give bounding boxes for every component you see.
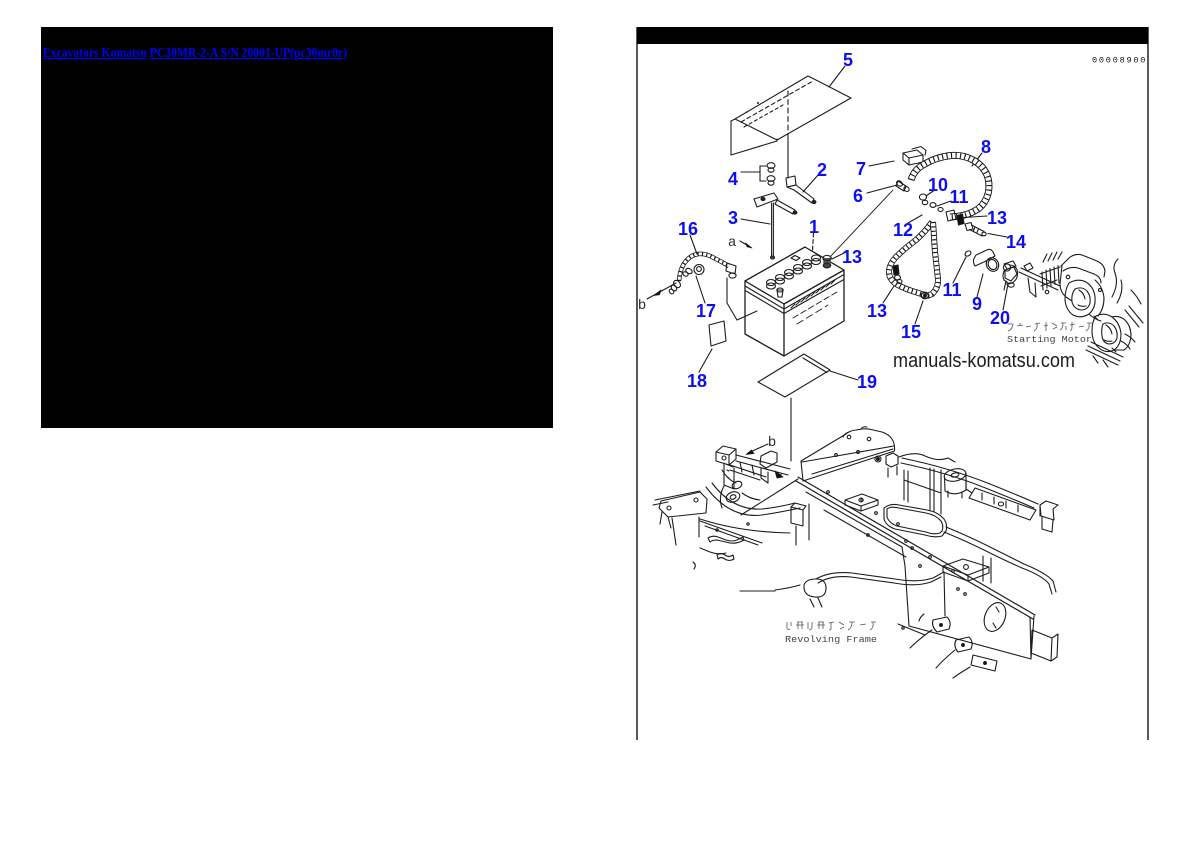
svg-text:17: 17 bbox=[696, 301, 716, 321]
svg-text:1: 1 bbox=[809, 217, 819, 237]
svg-text:7: 7 bbox=[856, 159, 866, 179]
svg-text:16: 16 bbox=[678, 219, 698, 239]
svg-text:6: 6 bbox=[853, 186, 863, 206]
svg-text:3: 3 bbox=[728, 208, 738, 228]
svg-text:Starting Motor: Starting Motor bbox=[1007, 335, 1092, 345]
svg-text:18: 18 bbox=[687, 371, 707, 391]
svg-text:b: b bbox=[768, 433, 776, 449]
svg-text:9: 9 bbox=[972, 294, 982, 314]
svg-text:Revolving Frame: Revolving Frame bbox=[785, 635, 877, 645]
svg-text:00008900: 00008900 bbox=[1092, 56, 1147, 66]
svg-text:8: 8 bbox=[981, 137, 991, 157]
svg-text:b: b bbox=[638, 296, 646, 312]
svg-text:13: 13 bbox=[867, 301, 887, 321]
svg-text:14: 14 bbox=[1006, 232, 1026, 252]
svg-text:15: 15 bbox=[901, 322, 921, 342]
svg-text:13: 13 bbox=[987, 208, 1007, 228]
svg-text:20: 20 bbox=[990, 308, 1010, 328]
svg-text:19: 19 bbox=[857, 372, 877, 392]
svg-text:4: 4 bbox=[728, 169, 738, 189]
svg-text:a: a bbox=[728, 233, 736, 249]
svg-text:manuals-komatsu.com: manuals-komatsu.com bbox=[893, 349, 1075, 372]
svg-text:11: 11 bbox=[942, 280, 961, 300]
svg-text:11: 11 bbox=[949, 187, 968, 207]
svg-text:13: 13 bbox=[842, 247, 862, 267]
svg-text:10: 10 bbox=[928, 175, 948, 195]
svg-text:5: 5 bbox=[843, 50, 853, 70]
svg-text:12: 12 bbox=[893, 220, 913, 240]
svg-text:2: 2 bbox=[817, 160, 827, 180]
